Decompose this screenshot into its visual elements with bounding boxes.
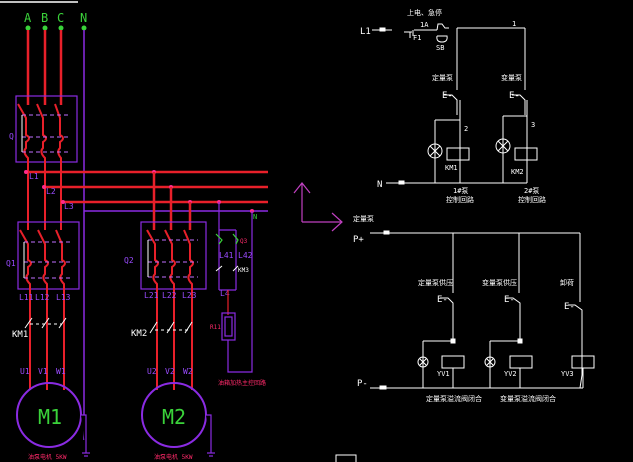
motor1-rating: 油泵电机 5KW (28, 453, 67, 461)
ac-branch2-caption2: 控制回路 (518, 195, 546, 204)
heater-circuit: Q3 L41 L42 KM3 L4 R11 N 油箱加热主控回路 (210, 202, 266, 387)
dc-branch3-coil: YV3 (561, 370, 574, 378)
main-breaker-label: Q (9, 132, 14, 141)
heater-neutral-label: N (253, 213, 257, 221)
dc-branch2-coil: YV2 (504, 370, 517, 378)
phase-wires (26, 30, 63, 105)
ac-branch1-caption1: 1#泵 (453, 187, 468, 195)
motor1-name: M1 (38, 405, 62, 429)
bus-bars (26, 170, 268, 204)
heater-out-l42: L42 (238, 251, 253, 260)
ac-control-circuit (372, 23, 538, 185)
motor2-term-u2: U2 (147, 367, 157, 376)
motor2-rating: 油泵电机 5KW (154, 453, 193, 461)
dc-branch1-caption: 定量泵溢流阀闭合 (426, 394, 482, 403)
motor1-out-l12: L12 (35, 293, 50, 302)
motor2-contactor-label: KM2 (131, 329, 147, 339)
heater-node-label: L4 (220, 289, 230, 298)
ac-branch2-caption1: 2#泵 (524, 187, 539, 195)
motor2-name: M2 (162, 405, 186, 429)
ac-branch2-coil: KM2 (511, 168, 524, 176)
phase-label-n: N (80, 11, 87, 25)
motor1-term-v1: V1 (38, 367, 48, 376)
phase-label-c: C (57, 11, 64, 25)
bus-label-l3: L3 (64, 202, 74, 211)
heater-caption: 油箱加热主控回路 (218, 379, 266, 387)
motor2-ground-icon (206, 414, 215, 457)
heater-label: R11 (210, 324, 221, 331)
dc-branch2-caption: 变量泵溢流阀闭合 (500, 394, 556, 403)
dc-branch3-label: 卸荷 (560, 278, 574, 287)
ac-branch1-label: 定量泵 (432, 73, 453, 82)
bus-label-l1: L1 (29, 172, 39, 181)
motor1-breaker-label: Q1 (6, 259, 16, 268)
ac-branch1-coil: KM1 (445, 164, 458, 172)
dc-branch2-switch: E- (504, 295, 515, 305)
dc-negative-label: P- (357, 379, 368, 389)
motor1-contactor-label: KM1 (12, 330, 28, 340)
ac-neutral-label: N (377, 180, 382, 190)
motor2-breaker-label: Q2 (124, 256, 134, 265)
main-breaker-q: Q (9, 95, 78, 230)
heater-element-icon (224, 316, 233, 337)
motor2-out-l23: L23 (182, 291, 197, 300)
motor1-term-u1: U1 (20, 367, 30, 376)
phase-label-b: B (41, 11, 48, 25)
ac-branch1-caption2: 控制回路 (446, 195, 474, 204)
terminal-a (25, 25, 31, 31)
motor2-circuit: Q2 L21 L22 L23 KM2 U2 V2 W2 M2 油泵电机 5KW (124, 172, 207, 461)
dc-branch1-switch: E- (437, 295, 448, 305)
dc-control-circuit (335, 230, 595, 462)
bus-label-l2: L2 (46, 187, 56, 196)
motor1-ground-icon (81, 414, 90, 457)
ac-line-label: L1 (360, 27, 371, 37)
ucs-axis-icon (293, 182, 343, 232)
ac-branch2-node: 3 (531, 121, 535, 129)
ac-node-1a: 1A (420, 21, 429, 29)
ac-branch1-node: 2 (464, 125, 468, 133)
dc-branch1-coil: YV1 (437, 370, 450, 378)
motor2-out-l21: L21 (144, 291, 159, 300)
motor1-out-l11: L11 (19, 293, 34, 302)
phase-label-a: A (24, 11, 32, 25)
ac-fuse-label: F1 (413, 34, 421, 42)
dc-branch3-switch: E- (564, 302, 575, 312)
motor2-term-w2: W2 (183, 367, 193, 376)
terminal-n (81, 25, 87, 31)
motor2-term-v2: V2 (165, 367, 175, 376)
heater-breaker-label: Q3 (240, 238, 248, 245)
ac-branch1-switch: E- (442, 91, 453, 101)
ac-branch2-label: 变量泵 (501, 73, 522, 82)
dc-branch2-label: 变量泵供压 (482, 278, 517, 287)
dc-title: 定量泵 (353, 214, 374, 223)
ac-stop-label: 上电、急停 (407, 8, 442, 17)
dc-branch1-label: 定量泵供压 (418, 278, 453, 287)
motor2-out-l22: L22 (162, 291, 177, 300)
dc-positive-label: P+ (353, 235, 364, 245)
ac-branch2-switch: E- (509, 91, 520, 101)
motor1-out-l13: L13 (56, 293, 71, 302)
ac-stop-switch-label: SB (436, 44, 444, 52)
phase-labels: A B C N (24, 11, 87, 31)
motor1-term-w1: W1 (56, 367, 66, 376)
terminal-b (42, 25, 48, 31)
heater-contactor-label: KM3 (238, 267, 249, 274)
heater-out-l41: L41 (219, 251, 234, 260)
terminal-c (58, 25, 64, 31)
ac-node-1: 1 (512, 20, 516, 28)
motor1-circuit: Q1 L11 L12 L13 KM1 U1 V1 W1 M1 油泵电机 5KW (6, 221, 82, 461)
heater-breaker-q3 (215, 233, 239, 245)
